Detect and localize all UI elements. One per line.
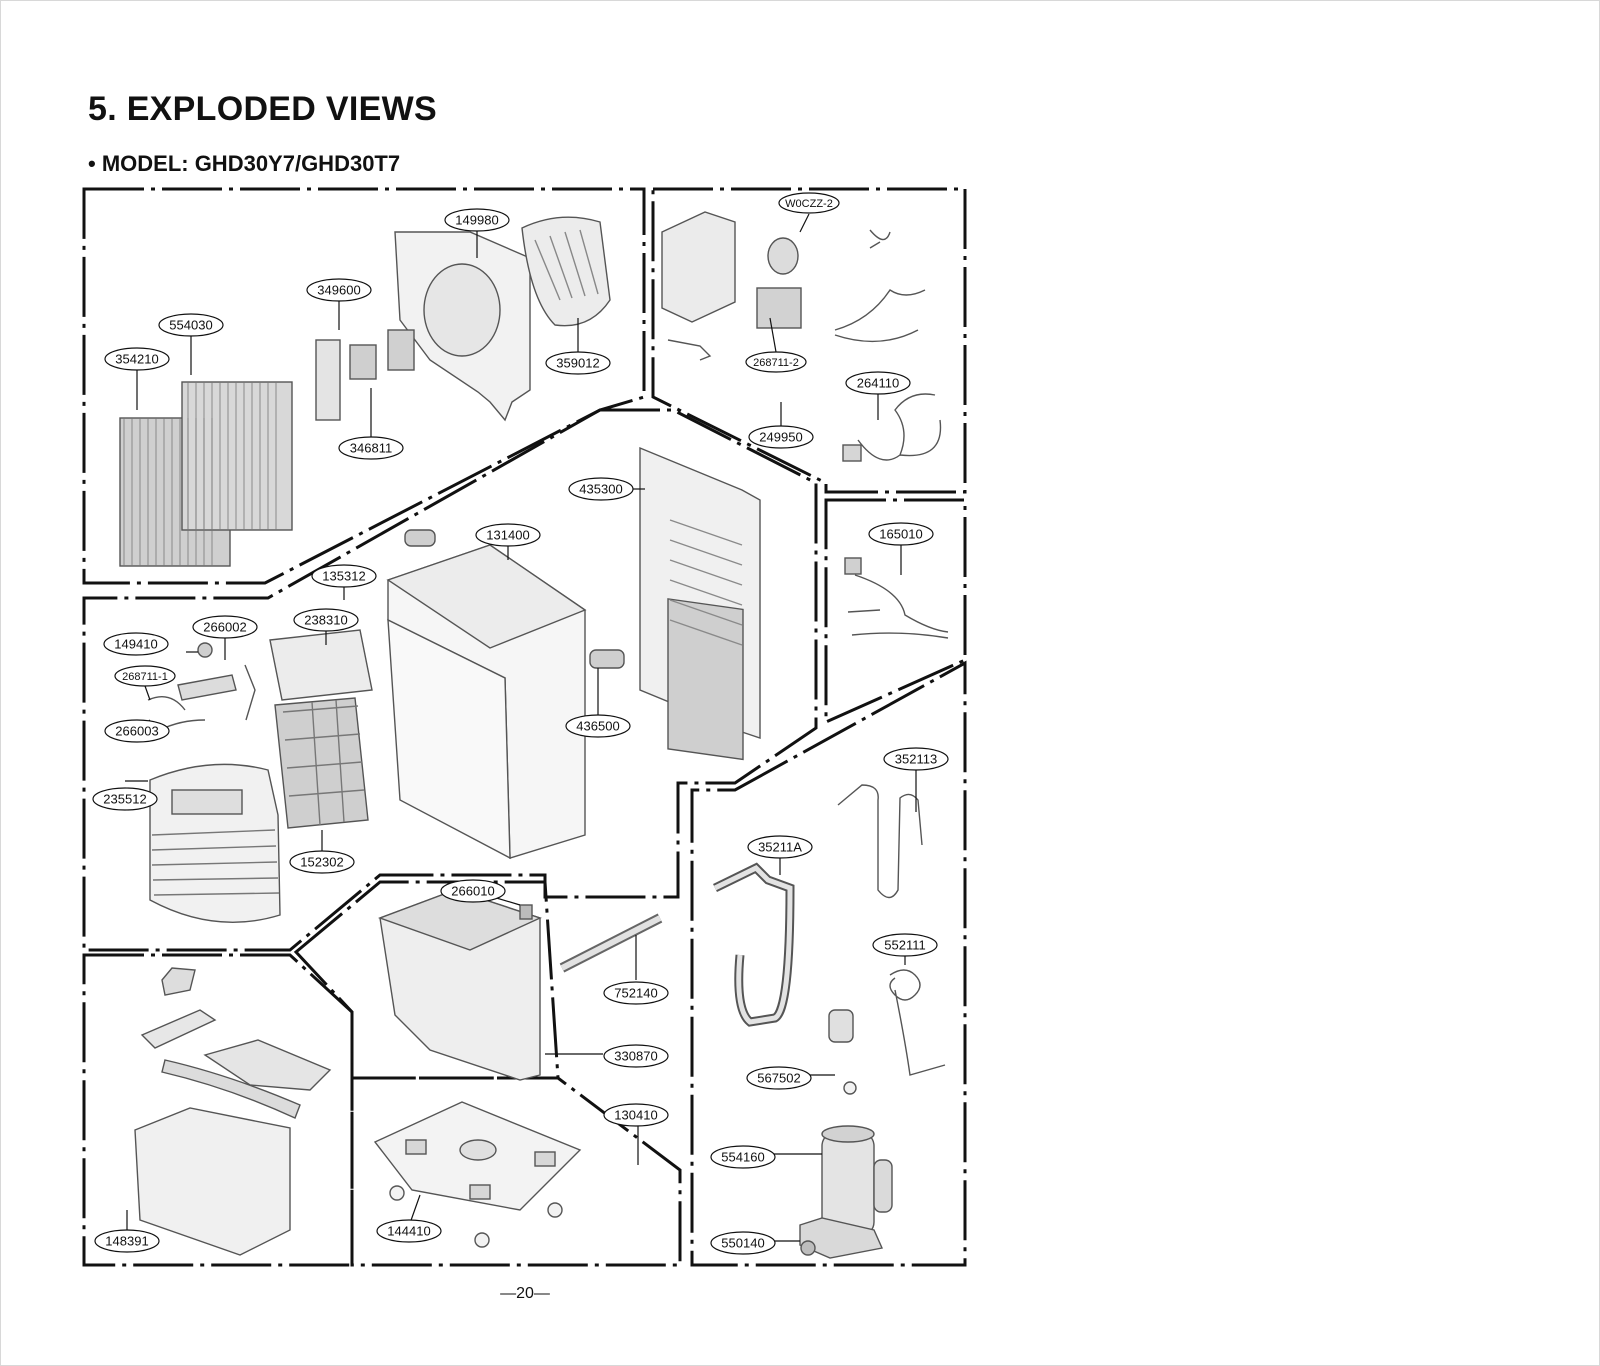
part-label-436500: 436500: [565, 714, 631, 738]
part-label-752140-text: 752140: [614, 986, 657, 1001]
control-box: [661, 211, 926, 361]
sensor-wiring: [844, 557, 949, 639]
section-sensor: [824, 498, 967, 725]
section-compressor: [690, 660, 967, 1267]
part-label-550140-text: 550140: [721, 1236, 764, 1251]
part-label-349600-text: 349600: [317, 283, 360, 298]
part-label-554030-text: 554030: [169, 318, 212, 333]
part-label-149980: 149980: [444, 208, 510, 232]
bucket-assembly: [134, 967, 332, 1256]
front-control-panel: [147, 629, 373, 731]
part-label-235512: 235512: [92, 787, 158, 811]
fan-housing: [394, 231, 531, 422]
part-label-W0CZZ-2: W0CZZ-2: [778, 192, 840, 214]
model-subtitle: • MODEL: GHD30Y7/GHD30T7: [88, 151, 401, 176]
page-number: —20—: [500, 1285, 550, 1302]
part-label-268711-1-text: 268711-1: [122, 671, 168, 683]
part-label-359012: 359012: [545, 351, 611, 375]
part-label-266002: 266002: [192, 615, 258, 639]
fan-motor: [315, 329, 415, 421]
cabinet-131400: [386, 529, 625, 860]
drain-hose-752140: [559, 913, 663, 973]
part-label-435300-text: 435300: [579, 482, 622, 497]
part-label-349600: 349600: [306, 278, 372, 302]
part-label-352113: 352113: [883, 747, 949, 771]
part-label-238310: 238310: [293, 608, 359, 632]
section-borders: [82, 187, 967, 1267]
part-label-266003-text: 266003: [115, 724, 158, 739]
part-label-554030: 554030: [158, 313, 224, 337]
side-panel-435300: [639, 446, 761, 761]
part-label-354210-text: 354210: [115, 352, 158, 367]
part-label-165010: 165010: [868, 522, 934, 546]
part-labels: 149980 349600 554030 354210 359012 34681…: [92, 192, 949, 1255]
part-label-752140: 752140: [603, 981, 669, 1005]
part-label-130410-text: 130410: [614, 1108, 657, 1123]
part-label-149410-text: 149410: [114, 637, 157, 652]
part-label-35211A: 35211A: [747, 835, 813, 859]
part-label-354210: 354210: [104, 347, 170, 371]
part-label-135312-text: 135312: [322, 569, 365, 584]
drain-pan-330870: [377, 889, 542, 1081]
part-label-436500-text: 436500: [576, 719, 619, 734]
part-label-346811: 346811: [338, 436, 404, 460]
part-label-152302-text: 152302: [300, 855, 343, 870]
part-label-352113-text: 352113: [895, 752, 937, 767]
part-label-144410-text: 144410: [387, 1224, 430, 1239]
front-grille-235512: [149, 763, 281, 923]
part-label-131400-text: 131400: [486, 528, 529, 543]
part-label-266010: 266010: [440, 879, 506, 903]
part-label-135312: 135312: [311, 564, 377, 588]
part-label-249950-text: 249950: [759, 430, 802, 445]
part-label-131400: 131400: [475, 523, 541, 547]
part-label-330870-text: 330870: [614, 1049, 657, 1064]
part-label-359012-text: 359012: [556, 356, 599, 371]
section-control-box: [651, 187, 967, 494]
part-label-567502-text: 567502: [757, 1071, 800, 1086]
part-label-330870: 330870: [603, 1044, 669, 1068]
part-label-268711-2-text: 268711-2: [753, 357, 799, 369]
part-label-550140: 550140: [710, 1231, 776, 1255]
evaporator-coil: [119, 381, 293, 567]
part-label-235512-text: 235512: [103, 792, 146, 807]
part-label-268711-1: 268711-1: [114, 665, 176, 687]
part-label-149980-text: 149980: [455, 213, 498, 228]
part-label-266010-text: 266010: [451, 884, 494, 899]
part-label-552111: 552111: [872, 933, 938, 957]
part-label-554160: 554160: [710, 1145, 776, 1169]
power-cord: [842, 393, 942, 462]
air-filter: [274, 697, 369, 829]
base-144410: [373, 1101, 582, 1248]
refrigerant-pipes: [713, 784, 923, 1027]
part-label-552111-text: 552111: [884, 938, 925, 953]
page-title: 5. EXPLODED VIEWS: [88, 90, 437, 128]
part-label-148391: 148391: [94, 1229, 160, 1253]
compressor-554160: [799, 1009, 893, 1259]
part-label-268711-2: 268711-2: [745, 351, 807, 373]
part-label-148391-text: 148391: [105, 1234, 148, 1249]
part-label-35211A-text: 35211A: [758, 840, 802, 855]
part-sketches: [119, 211, 949, 1259]
part-label-554160-text: 554160: [721, 1150, 764, 1165]
part-label-249950: 249950: [748, 425, 814, 449]
part-label-238310-text: 238310: [304, 613, 347, 628]
part-label-152302: 152302: [289, 850, 355, 874]
fan-blower: [521, 216, 611, 327]
part-label-165010-text: 165010: [879, 527, 922, 542]
part-label-567502: 567502: [746, 1066, 812, 1090]
part-label-266002-text: 266002: [203, 620, 246, 635]
part-label-264110-text: 264110: [857, 376, 899, 391]
part-label-149410: 149410: [103, 632, 169, 656]
part-label-144410: 144410: [376, 1219, 442, 1243]
capillary-tube-552111: [889, 969, 946, 1076]
part-label-266003: 266003: [104, 719, 170, 743]
part-label-435300: 435300: [568, 477, 634, 501]
part-label-346811-text: 346811: [350, 441, 392, 456]
part-label-130410: 130410: [603, 1103, 669, 1127]
part-label-264110: 264110: [845, 371, 911, 395]
part-label-W0CZZ-2-text: W0CZZ-2: [785, 198, 833, 210]
